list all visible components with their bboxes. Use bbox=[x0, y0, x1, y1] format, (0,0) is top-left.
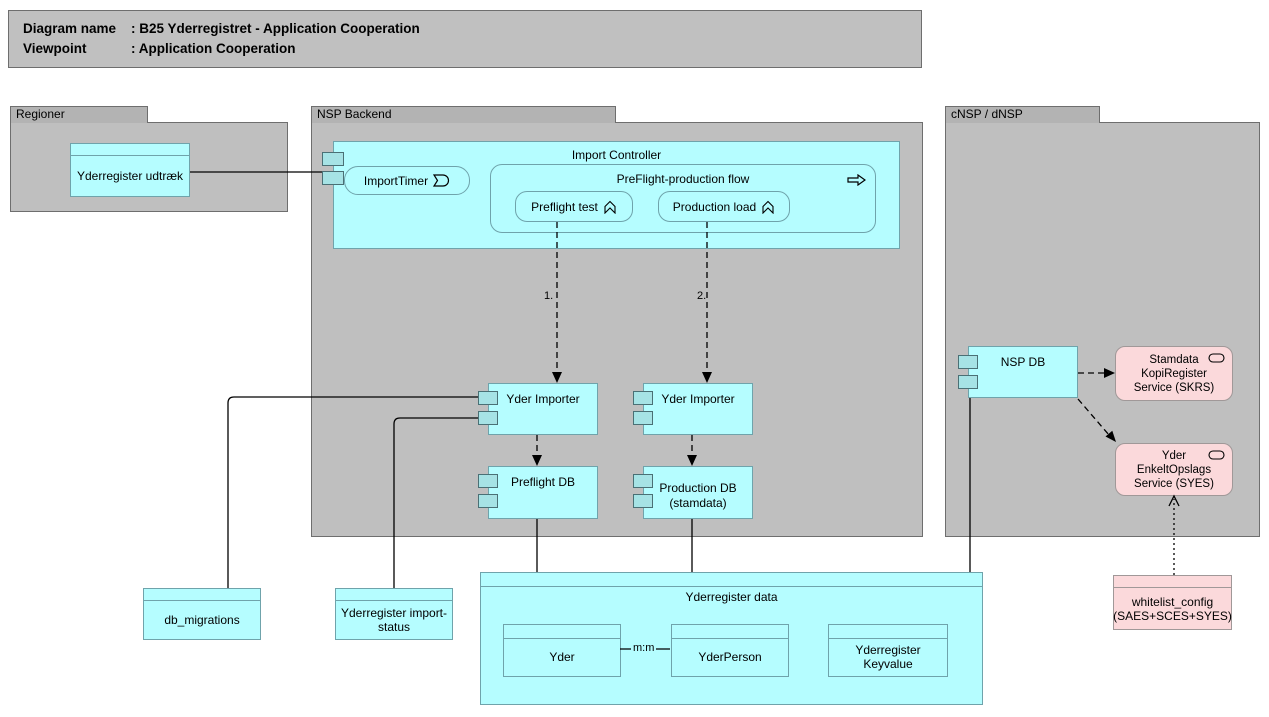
node-preflight-db[interactable]: Preflight DB bbox=[488, 466, 598, 519]
node-yder-importer-left-label: Yder Importer bbox=[506, 392, 580, 406]
yder-importer-left-port-1 bbox=[478, 391, 498, 405]
node-yder-importer-left[interactable]: Yder Importer bbox=[488, 383, 598, 435]
data-object-strip bbox=[144, 589, 260, 601]
diagram-name-row: Diagram name : B25 Yderregistret - Appli… bbox=[23, 19, 921, 39]
production-db-port-1 bbox=[633, 474, 653, 488]
group-regioner-label: Regioner bbox=[16, 107, 65, 121]
group-nsp-backend-label: NSP Backend bbox=[317, 107, 392, 121]
node-yder-person[interactable]: YderPerson bbox=[671, 624, 789, 677]
diagram-title-block: Diagram name : B25 Yderregistret - Appli… bbox=[8, 10, 922, 68]
preflight-db-port-2 bbox=[478, 494, 498, 508]
node-skrs-label-2: KopiRegister bbox=[1141, 367, 1207, 380]
function-chevron-icon bbox=[762, 200, 774, 214]
node-production-db[interactable]: Production DB (stamdata) bbox=[643, 466, 753, 519]
data-object-strip bbox=[481, 573, 982, 587]
node-syes-service[interactable]: Yder EnkeltOpslags Service (SYES) bbox=[1115, 443, 1233, 496]
node-yderregister-keyvalue-label-1: Yderregister bbox=[855, 642, 921, 657]
node-syes-label-2: EnkeltOpslags bbox=[1136, 463, 1212, 476]
node-import-status[interactable]: Yderregister import- status bbox=[335, 588, 453, 640]
node-skrs-label-3: Service (SKRS) bbox=[1133, 381, 1215, 394]
node-syes-label-1: Yder bbox=[1161, 449, 1187, 462]
import-controller-port-1 bbox=[322, 152, 344, 166]
node-db-migrations-label: db_migrations bbox=[164, 613, 240, 627]
node-import-timer[interactable]: ImportTimer bbox=[344, 166, 470, 195]
node-preflight-test[interactable]: Preflight test bbox=[515, 191, 633, 222]
node-yderregister-udtraek[interactable]: Yderregister udtræk bbox=[70, 143, 190, 197]
event-icon bbox=[433, 174, 450, 187]
production-db-port-2 bbox=[633, 494, 653, 508]
nsp-db-port-2 bbox=[958, 375, 978, 389]
node-import-controller-label: Import Controller bbox=[571, 148, 662, 162]
group-nsp-backend-tab[interactable]: NSP Backend bbox=[311, 106, 616, 123]
node-whitelist-config[interactable]: whitelist_config (SAES+SCES+SYES) bbox=[1113, 575, 1232, 630]
group-cnsp-label: cNSP / dNSP bbox=[951, 107, 1023, 121]
import-controller-port-2 bbox=[322, 171, 344, 185]
data-object-strip bbox=[71, 144, 189, 156]
node-production-load-label: Production load bbox=[672, 199, 757, 214]
node-production-db-label-1: Production DB bbox=[659, 481, 737, 495]
diagram-name-value: : B25 Yderregistret - Application Cooper… bbox=[131, 21, 420, 36]
node-import-timer-label: ImportTimer bbox=[363, 173, 429, 188]
node-nsp-db-label: NSP DB bbox=[1000, 355, 1046, 369]
service-oval-icon bbox=[1208, 450, 1225, 460]
node-preflight-test-label: Preflight test bbox=[531, 199, 598, 214]
node-db-migrations[interactable]: db_migrations bbox=[143, 588, 261, 640]
node-yderregister-keyvalue[interactable]: Yderregister Keyvalue bbox=[828, 624, 948, 677]
data-object-strip bbox=[672, 625, 788, 639]
preflight-db-port-1 bbox=[478, 474, 498, 488]
service-oval-icon bbox=[1208, 353, 1225, 363]
flow-step-1-label: 1. bbox=[544, 290, 554, 302]
function-chevron-icon bbox=[604, 200, 616, 214]
node-preflight-production-flow-label: PreFlight-production flow bbox=[616, 172, 750, 186]
group-cnsp-tab[interactable]: cNSP / dNSP bbox=[945, 106, 1100, 123]
data-object-strip bbox=[1114, 576, 1231, 588]
node-nsp-db[interactable]: NSP DB bbox=[968, 346, 1078, 398]
node-yder[interactable]: Yder bbox=[503, 624, 621, 677]
node-yderregister-udtraek-label: Yderregister udtræk bbox=[76, 169, 184, 183]
group-yderregister-data[interactable]: Yderregister data Yder YderPerson Yderre… bbox=[480, 572, 983, 705]
node-import-status-label-2: status bbox=[377, 620, 410, 634]
nsp-db-port-1 bbox=[958, 355, 978, 369]
yder-importer-right-port-1 bbox=[633, 391, 653, 405]
node-whitelist-config-label-2: (SAES+SCES+SYES) bbox=[1113, 608, 1232, 623]
flow-step-2-label: 2. bbox=[697, 290, 707, 302]
node-preflight-db-label: Preflight DB bbox=[510, 475, 576, 489]
node-yder-person-label: YderPerson bbox=[698, 649, 762, 664]
group-yderregister-data-label: Yderregister data bbox=[685, 590, 778, 604]
diagram-name-label: Diagram name bbox=[23, 21, 117, 36]
yder-importer-left-port-2 bbox=[478, 411, 498, 425]
node-yder-importer-right-label: Yder Importer bbox=[661, 392, 735, 406]
node-production-db-label-2: (stamdata) bbox=[669, 496, 727, 510]
node-yderregister-keyvalue-label-2: Keyvalue bbox=[863, 656, 913, 671]
data-object-strip bbox=[504, 625, 620, 639]
node-whitelist-config-label-1: whitelist_config bbox=[1131, 594, 1214, 609]
node-skrs-service[interactable]: Stamdata KopiRegister Service (SKRS) bbox=[1115, 346, 1233, 401]
node-yder-importer-right[interactable]: Yder Importer bbox=[643, 383, 753, 435]
process-arrow-icon bbox=[847, 174, 866, 186]
node-syes-label-3: Service (SYES) bbox=[1134, 477, 1214, 490]
viewpoint-row: Viewpoint : Application Cooperation bbox=[23, 39, 921, 59]
node-import-status-label-1: Yderregister import- bbox=[340, 606, 448, 620]
data-object-strip bbox=[829, 625, 947, 639]
group-regioner-tab[interactable]: Regioner bbox=[10, 106, 148, 123]
data-object-strip bbox=[336, 589, 452, 601]
mm-relation-label: m:m bbox=[631, 642, 657, 654]
node-production-load[interactable]: Production load bbox=[658, 191, 790, 222]
node-skrs-label-1: Stamdata bbox=[1149, 353, 1199, 366]
viewpoint-value: : Application Cooperation bbox=[131, 41, 296, 56]
yder-importer-right-port-2 bbox=[633, 411, 653, 425]
viewpoint-label: Viewpoint bbox=[23, 41, 87, 56]
node-yder-label: Yder bbox=[549, 649, 575, 664]
